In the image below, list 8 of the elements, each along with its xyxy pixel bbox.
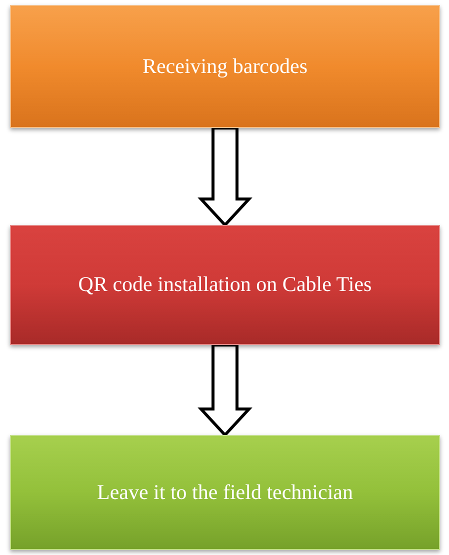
process-box xyxy=(10,435,440,550)
process-box xyxy=(10,5,440,128)
block-arrow xyxy=(198,344,252,438)
box-label: Leave it to the field technician xyxy=(97,478,353,506)
box-label: Receiving barcodes xyxy=(142,52,308,80)
process-box xyxy=(10,225,440,345)
box-label: QR code installation on Cable Ties xyxy=(78,271,372,298)
block-arrow xyxy=(198,126,252,228)
